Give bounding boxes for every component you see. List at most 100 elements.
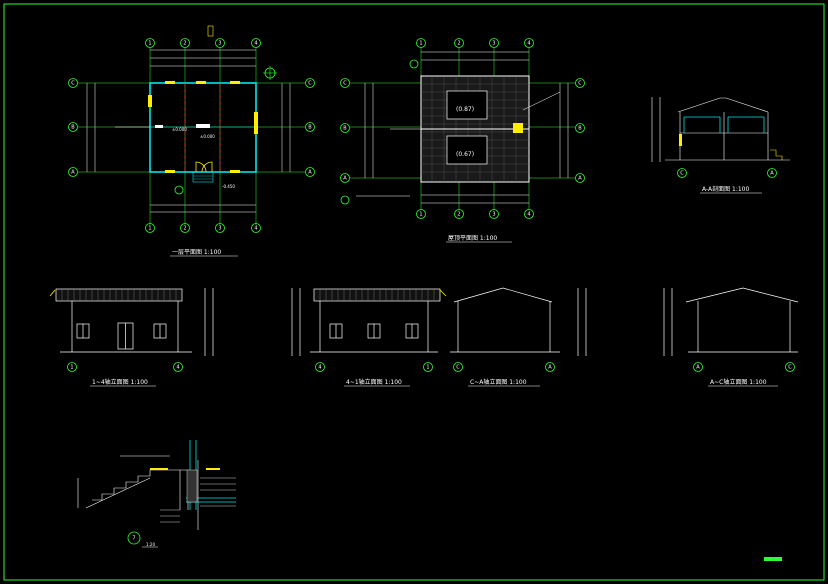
axis-bubble-1-top: 1 <box>145 38 155 48</box>
section-aa-title: A-A剖面图 1:100 <box>702 185 749 193</box>
svg-text:C: C <box>343 81 347 87</box>
axis-bubble-a-left: A <box>68 167 78 177</box>
roof-axis-2-top: 2 <box>454 38 464 48</box>
detail-scale: 1:20 <box>146 542 155 547</box>
elevation-c-a-title: C~A轴立面图 1:100 <box>470 378 527 386</box>
svg-text:B: B <box>71 125 75 131</box>
elevation-a-c-title: A~C轴立面图 1:100 <box>710 378 767 386</box>
svg-text:4: 4 <box>527 212 530 218</box>
svg-text:A: A <box>308 170 312 176</box>
svg-text:A: A <box>343 176 347 182</box>
roof-axis-1-top: 1 <box>416 38 426 48</box>
svg-text:4: 4 <box>318 365 321 371</box>
svg-text:4: 4 <box>527 41 530 47</box>
svg-text:1: 1 <box>148 41 151 47</box>
axis-bubble-b-right: B <box>305 122 315 132</box>
sheet-marker <box>764 557 782 561</box>
svg-text:1: 1 <box>426 365 429 371</box>
roof-axis-c-left: C <box>340 78 350 88</box>
axis-bubble-2-top: 2 <box>180 38 190 48</box>
roof-plan-axis-bubbles: 1 2 3 4 1 2 3 4 C B A C B A <box>340 38 585 219</box>
roof-axis-3-bottom: 3 <box>489 209 499 219</box>
axis-bubble-1-bottom: 1 <box>145 223 155 233</box>
stair-detail: 7 1:20 <box>77 440 236 548</box>
axis-bubble-4-bottom: 4 <box>251 223 261 233</box>
roof-axis-a-right: A <box>575 173 585 183</box>
elevation-a-c: A C <box>663 287 799 372</box>
elev14-axis-4: 4 <box>173 362 183 372</box>
svg-text:A: A <box>548 365 552 371</box>
elev14-axis-1: 1 <box>67 362 77 372</box>
roof-axis-a-left: A <box>340 173 350 183</box>
axis-bubble-4-top: 4 <box>251 38 261 48</box>
axis-bubble-3-bottom: 3 <box>215 223 225 233</box>
svg-text:1: 1 <box>148 226 151 232</box>
svg-text:-0.450: -0.450 <box>222 184 235 189</box>
roof-axis-2-bottom: 2 <box>454 209 464 219</box>
elevation-4-1-title: 4~1轴立面图 1:100 <box>346 378 402 386</box>
axis-bubble-c-right: C <box>305 78 315 88</box>
roof-axis-4-top: 4 <box>524 38 534 48</box>
floor-plan-title: 一层平面图 1:100 <box>172 249 221 256</box>
svg-text:A: A <box>770 171 774 177</box>
elev41-axis-4: 4 <box>315 362 325 372</box>
axis-bubble-2-bottom: 2 <box>180 223 190 233</box>
roof-upper-label: (0.87) <box>456 106 474 113</box>
svg-text:A: A <box>696 365 700 371</box>
roof-axis-3-top: 3 <box>489 38 499 48</box>
elev41-axis-1: 1 <box>423 362 433 372</box>
roof-lower-label: (0.67) <box>456 151 474 158</box>
roof-plan: (0.87) (0.67) <box>340 48 575 210</box>
elevac-axis-a: A <box>693 362 703 372</box>
floor-plan-axis-bubbles: 1 2 3 4 1 2 3 4 C B A C B A <box>68 38 315 233</box>
svg-text:C: C <box>788 365 792 371</box>
svg-text:2: 2 <box>183 226 186 232</box>
elevca-axis-c: C <box>453 362 463 372</box>
svg-text:±0.000: ±0.000 <box>172 127 187 132</box>
svg-text:4: 4 <box>176 365 179 371</box>
sheet-border <box>3 3 825 581</box>
svg-text:A: A <box>71 170 75 176</box>
svg-text:C: C <box>680 171 684 177</box>
svg-text:1: 1 <box>419 41 422 47</box>
svg-text:3: 3 <box>218 41 221 47</box>
elevation-1-4-title: 1~4轴立面图 1:100 <box>92 378 148 386</box>
svg-text:2: 2 <box>457 212 460 218</box>
svg-text:A: A <box>578 176 582 182</box>
svg-text:B: B <box>308 125 312 131</box>
svg-text:±0.000: ±0.000 <box>200 134 215 139</box>
svg-text:C: C <box>456 365 460 371</box>
axis-bubble-3-top: 3 <box>215 38 225 48</box>
svg-text:4: 4 <box>254 226 257 232</box>
elevation-1-4: 1 4 <box>49 288 214 372</box>
section-axis-c: C <box>677 168 687 178</box>
elevca-axis-a: A <box>545 362 555 372</box>
axis-bubble-b-left: B <box>68 122 78 132</box>
floor-plan: ±0.000 ±0.000 -0.450 <box>78 25 305 225</box>
roof-plan-title: 屋顶平面图 1:100 <box>448 235 497 242</box>
roof-axis-c-right: C <box>575 78 585 88</box>
roof-axis-4-bottom: 4 <box>524 209 534 219</box>
svg-text:4: 4 <box>254 41 257 47</box>
axis-bubble-c-left: C <box>68 78 78 88</box>
svg-text:2: 2 <box>457 41 460 47</box>
svg-text:B: B <box>578 126 582 132</box>
roof-axis-b-right: B <box>575 123 585 133</box>
svg-text:C: C <box>71 81 75 87</box>
svg-text:3: 3 <box>218 226 221 232</box>
svg-text:1: 1 <box>70 365 73 371</box>
elevation-c-a: C A <box>450 287 587 372</box>
svg-text:B: B <box>343 126 347 132</box>
detail-number: 7 <box>132 536 135 542</box>
axis-bubble-a-right: A <box>305 167 315 177</box>
svg-text:C: C <box>308 81 312 87</box>
svg-text:2: 2 <box>183 41 186 47</box>
elevac-axis-c: C <box>785 362 795 372</box>
svg-text:3: 3 <box>492 212 495 218</box>
section-axis-a: A <box>767 168 777 178</box>
elevation-4-1: 4 1 <box>291 288 447 372</box>
svg-text:1: 1 <box>419 212 422 218</box>
section-aa: C A <box>651 97 790 178</box>
svg-text:C: C <box>578 81 582 87</box>
